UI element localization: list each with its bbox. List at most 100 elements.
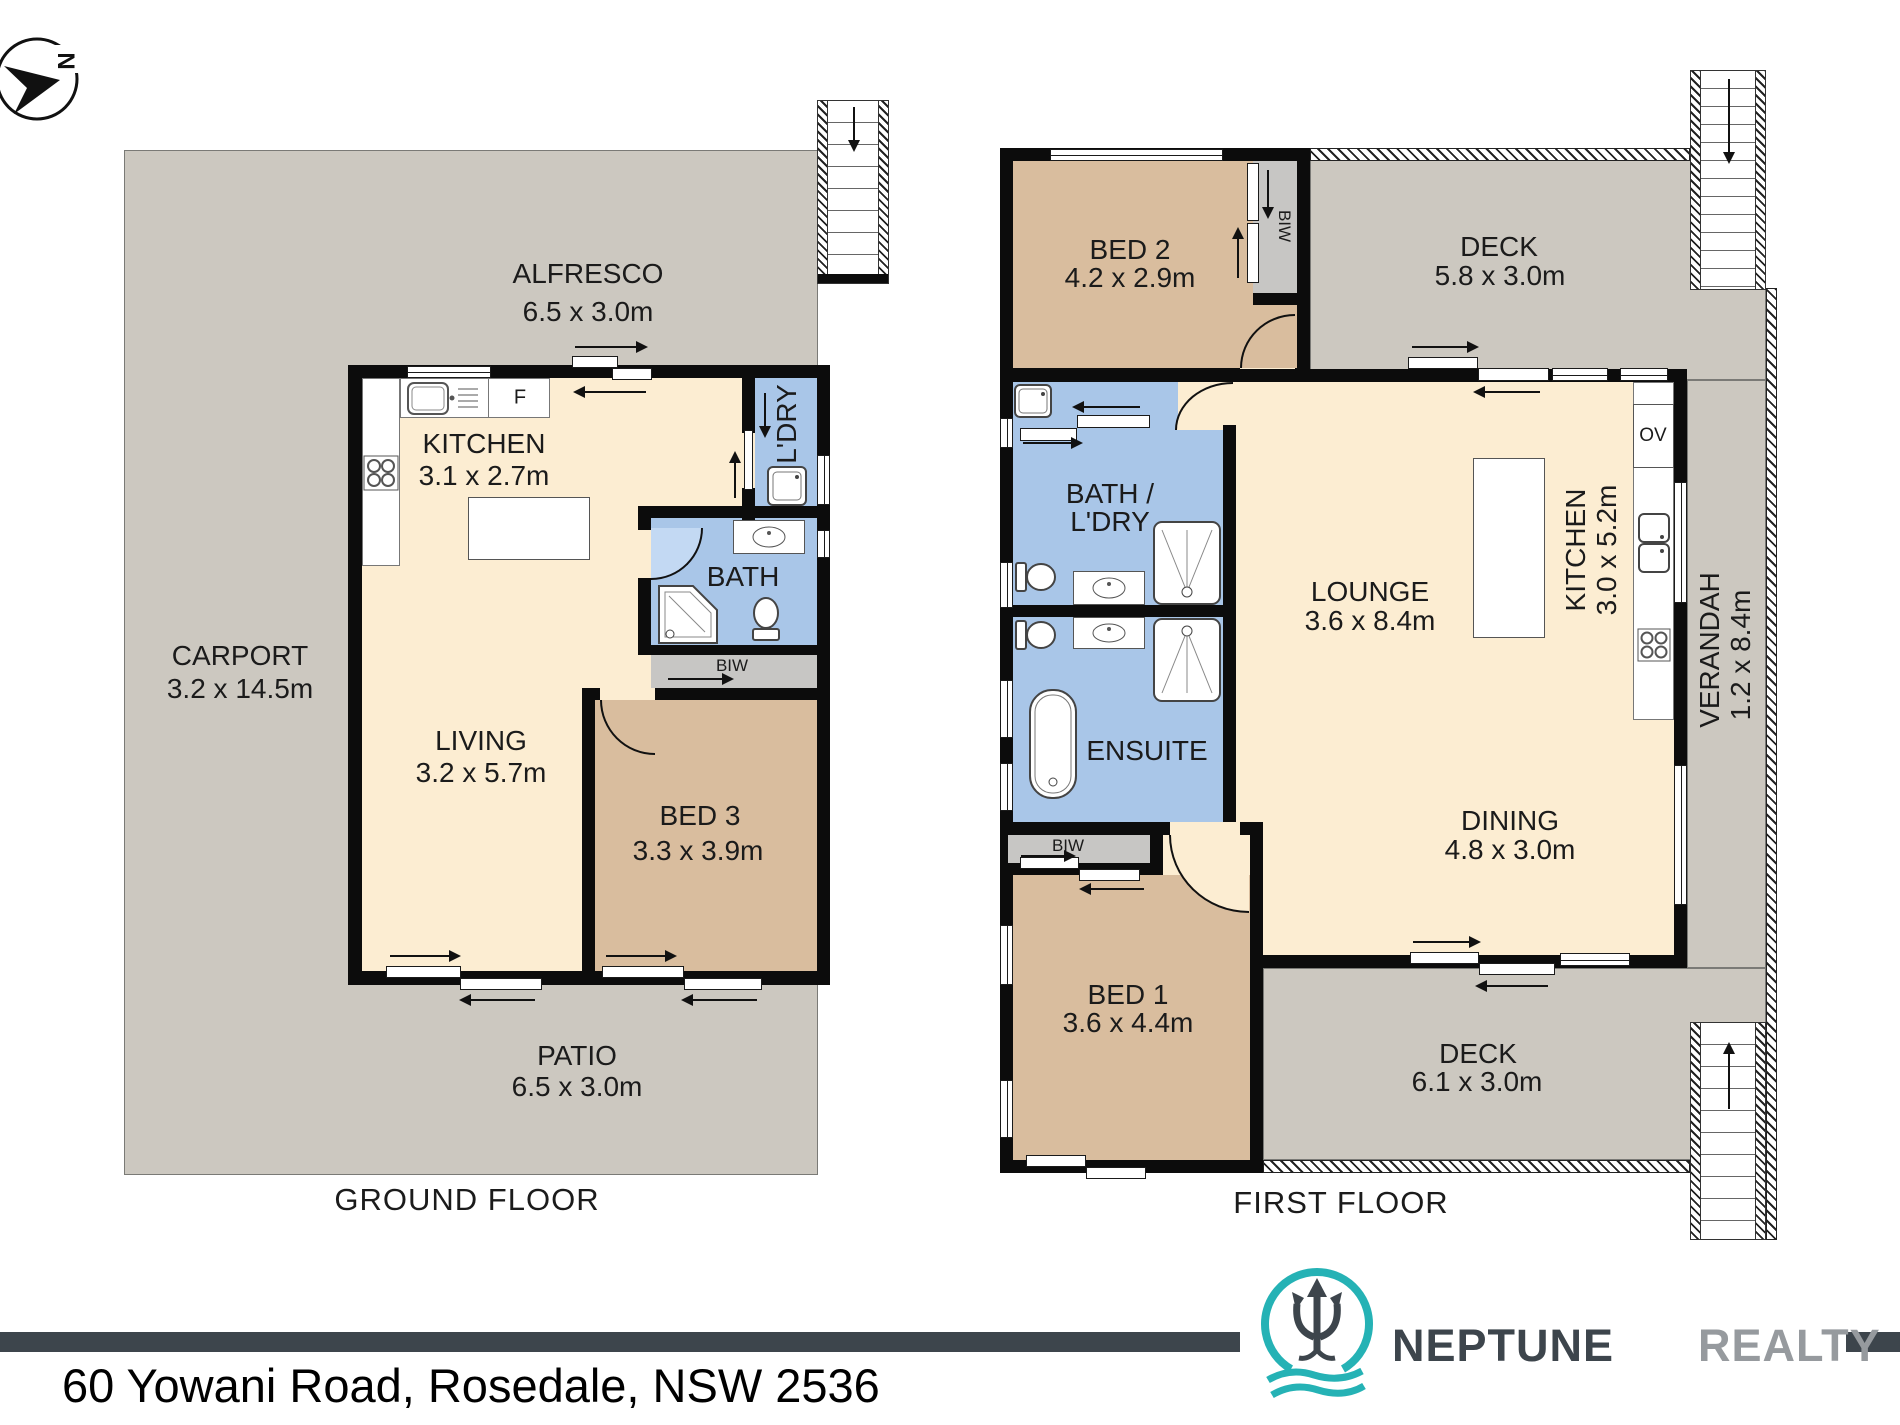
brand-primary: NEPTUNE xyxy=(1392,1320,1615,1371)
bed3-dims: 3.3 x 3.9m xyxy=(632,834,764,866)
double-sink-icon xyxy=(1638,513,1670,573)
ground-floor-title: GROUND FLOOR xyxy=(334,1182,600,1217)
compass-north-label: N xyxy=(52,52,79,69)
ground-stairs xyxy=(817,100,889,284)
first-deck-bottom xyxy=(1263,968,1766,1160)
stair-rail xyxy=(1691,71,1700,289)
island-bench xyxy=(1473,458,1545,638)
slide-arrow-icon xyxy=(1079,883,1144,895)
slide-arrow-icon xyxy=(759,393,771,438)
kitchen-dims: 3.1 x 2.7m xyxy=(418,459,550,491)
slide-arrow-icon xyxy=(729,451,741,498)
first-biw-bed2 xyxy=(1253,161,1297,293)
sliding-door-panel xyxy=(572,356,618,368)
biw-bed1-label: BIW xyxy=(1051,836,1085,856)
slide-arrow-icon xyxy=(681,994,757,1006)
stair-rail xyxy=(1756,1023,1765,1239)
cooktop-icon xyxy=(1637,628,1671,662)
laundry-tub-icon xyxy=(1014,384,1052,418)
wall xyxy=(1000,605,1236,617)
bath-vanity-icon xyxy=(1073,571,1145,605)
stair-rail xyxy=(1691,1023,1700,1239)
window xyxy=(1000,680,1013,738)
bath-label: BATH xyxy=(706,560,780,592)
wall xyxy=(1000,822,1170,835)
alfresco-label: ALFRESCO xyxy=(512,257,664,289)
window xyxy=(1000,418,1013,448)
wall xyxy=(742,378,755,433)
neptune-logo-icon xyxy=(1261,1267,1373,1399)
verandah-label: VERANDAH xyxy=(1694,572,1725,728)
patio-dims: 6.5 x 3.0m xyxy=(511,1070,643,1102)
compass-north-icon: N xyxy=(0,37,79,121)
toilet-icon xyxy=(1015,562,1056,592)
shower-icon xyxy=(1153,618,1221,702)
slide-arrow-icon xyxy=(575,341,648,353)
bath-vanity-icon xyxy=(733,520,805,554)
wall xyxy=(638,518,651,530)
bed1-dims: 3.6 x 4.4m xyxy=(1062,1006,1194,1038)
bed3-label: BED 3 xyxy=(659,799,741,831)
first-stairs-bottom xyxy=(1690,1022,1766,1240)
sliding-door-panel xyxy=(1408,357,1478,369)
window xyxy=(1552,368,1608,381)
deck-bottom-dims: 6.1 x 3.0m xyxy=(1411,1065,1543,1097)
carport-label: CARPORT xyxy=(171,639,309,671)
window xyxy=(817,455,830,505)
oven-box xyxy=(1633,404,1674,468)
lounge-label: LOUNGE xyxy=(1310,575,1430,607)
slide-arrow-icon xyxy=(1023,437,1083,449)
window xyxy=(1674,482,1687,603)
wall xyxy=(638,645,830,655)
sliding-door-panel xyxy=(1478,368,1549,381)
deck-railing xyxy=(1263,1160,1690,1173)
wall xyxy=(1150,828,1163,868)
verandah-dims: 1.2 x 8.4m xyxy=(1725,589,1756,721)
wall xyxy=(1240,822,1263,835)
sliding-door-panel xyxy=(1077,415,1150,428)
dining-label: DINING xyxy=(1461,804,1559,836)
slide-arrow-icon xyxy=(1473,386,1540,398)
biw-bed2-label: BIW xyxy=(1275,209,1294,243)
sliding-door-panel xyxy=(460,978,542,990)
slide-arrow-icon xyxy=(1021,850,1076,862)
dining-dims: 4.8 x 3.0m xyxy=(1444,833,1576,865)
stair-down-arrow-icon xyxy=(848,107,860,152)
living-label: LIVING xyxy=(435,724,527,756)
window xyxy=(1000,562,1013,608)
sliding-door-panel xyxy=(386,966,461,978)
living-dims: 3.2 x 5.7m xyxy=(415,756,547,788)
slide-arrow-icon xyxy=(1262,170,1274,219)
biw-label: BIW xyxy=(715,656,749,676)
alfresco-dims: 6.5 x 3.0m xyxy=(522,295,654,327)
window xyxy=(407,366,491,378)
patio-label: PATIO xyxy=(537,1039,617,1071)
window xyxy=(1050,149,1223,161)
slide-arrow-icon xyxy=(1412,341,1479,353)
window xyxy=(1000,763,1013,811)
window xyxy=(1000,925,1013,985)
lounge-dims: 3.6 x 8.4m xyxy=(1304,604,1436,636)
stair-bottom-bar xyxy=(818,274,888,283)
kitchen-label: KITCHEN xyxy=(422,427,546,459)
fridge-label: F xyxy=(513,386,527,409)
deck-top-label: DECK xyxy=(1460,230,1538,262)
slide-arrow-icon xyxy=(573,386,646,398)
toilet-icon xyxy=(752,597,780,641)
sliding-door-panel xyxy=(1410,952,1479,964)
sink-icon xyxy=(407,382,478,415)
first-bed1-room xyxy=(1013,875,1250,1160)
bed1-label: BED 1 xyxy=(1087,978,1169,1010)
slide-arrow-icon xyxy=(668,673,734,685)
wall xyxy=(655,688,830,700)
cooktop-icon xyxy=(363,455,399,491)
sliding-door-panel xyxy=(684,978,762,990)
ensuite-vanity-icon xyxy=(1073,617,1145,649)
carport-dims: 3.2 x 14.5m xyxy=(166,672,314,704)
deck-bottom-label: DECK xyxy=(1439,1037,1517,1069)
island-bench xyxy=(468,497,590,560)
sliding-door-panel xyxy=(1247,223,1259,283)
slide-arrow-icon xyxy=(390,950,461,962)
counter-divider xyxy=(488,378,489,418)
